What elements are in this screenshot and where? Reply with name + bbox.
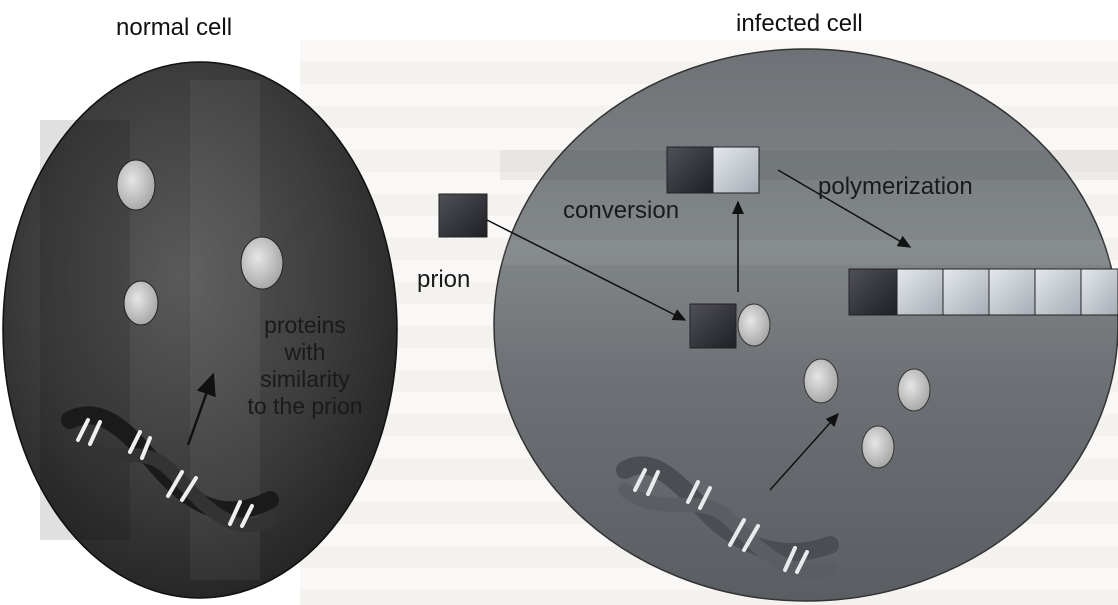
prion-label: prion [417,268,470,292]
prion-dimer [667,147,759,193]
infected-cell [439,49,1118,601]
label-line-3: similarity [220,366,390,393]
native-protein [738,304,770,346]
label-line-4: to the prion [220,393,390,420]
label-line-2: with [220,339,390,366]
normal-protein-1 [117,160,155,210]
prion-square [439,194,487,237]
infected-protein-3 [862,426,894,468]
prion-polymer [849,269,1118,315]
normal-protein-3 [124,281,158,325]
similar-proteins-label: proteins with similarity to the prion [220,312,390,420]
infected-protein-2 [898,369,930,411]
converted-prion-square [690,304,736,348]
label-line-1: proteins [220,312,390,339]
polymerization-label: polymerization [818,175,973,199]
conversion-label: conversion [563,199,679,223]
infected-protein-1 [804,359,838,403]
infected-cell-body [494,49,1118,601]
normal-protein-2 [241,237,283,289]
